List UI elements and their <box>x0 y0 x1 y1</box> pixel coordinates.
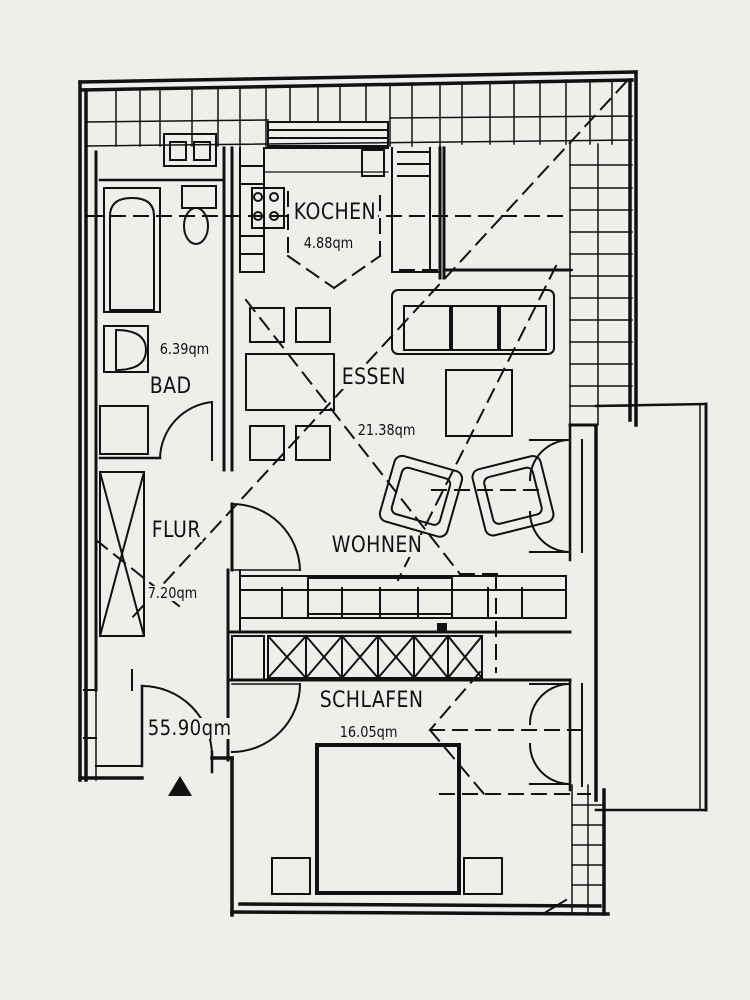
north-marker-icon <box>168 776 192 796</box>
outer-walls <box>78 70 638 917</box>
kitchen-area: 4.88qm <box>302 234 355 252</box>
wardrobe <box>226 568 572 686</box>
dining-name: ESSEN <box>340 365 408 390</box>
bedroom-area: 16.05qm <box>338 723 400 741</box>
bedroom <box>271 678 583 914</box>
kitchen <box>239 146 446 280</box>
living-dining <box>230 268 598 619</box>
living-name: WOHNEN <box>330 533 425 558</box>
kitchen-window <box>267 121 389 147</box>
hallway <box>83 460 302 781</box>
bedroom-name: SCHLAFEN <box>318 688 426 713</box>
hall-area: 7.20qm <box>146 584 199 602</box>
bath-name: BAD <box>148 374 194 399</box>
balcony <box>594 402 708 812</box>
bath-area: 6.39qm <box>158 340 211 358</box>
kitchen-name: KOCHEN <box>292 200 378 225</box>
hall-name: FLUR <box>150 518 203 543</box>
roof-terrace-tiles <box>85 79 633 913</box>
roof-slope-lines <box>87 80 628 796</box>
dining-area: 21.38qm <box>356 421 418 439</box>
total-area: 55.90qm <box>146 716 234 740</box>
bathroom <box>94 133 234 472</box>
